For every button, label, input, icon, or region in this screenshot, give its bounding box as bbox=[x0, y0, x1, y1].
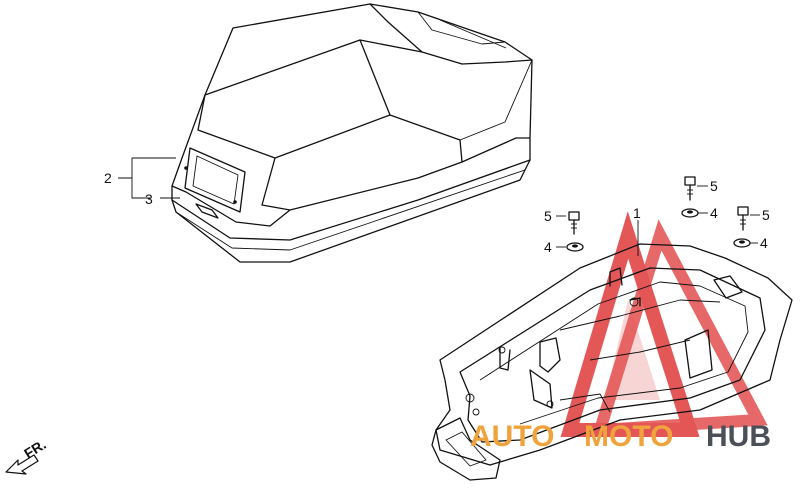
watermark-triangle-right bbox=[591, 219, 768, 437]
callout-5-right: 5 bbox=[762, 207, 770, 223]
callout-4-mid: 4 bbox=[710, 205, 718, 221]
callout-4-left: 4 bbox=[544, 239, 552, 255]
washer-left bbox=[566, 242, 584, 252]
leader-lines bbox=[118, 157, 760, 256]
watermark-text: AUTO MOTO HUB bbox=[470, 420, 771, 453]
watermark-triangle-fill bbox=[605, 300, 660, 400]
bolt-left bbox=[568, 211, 580, 235]
callout-3: 3 bbox=[145, 191, 153, 207]
direction-label: FR. bbox=[21, 436, 49, 462]
lower-cover bbox=[431, 243, 793, 481]
bolt-mid bbox=[684, 176, 696, 201]
callout-1: 1 bbox=[633, 205, 641, 221]
washer-right bbox=[733, 238, 751, 248]
watermark-text-hub: HUB bbox=[706, 420, 771, 453]
bolt-right bbox=[737, 206, 749, 231]
watermark-text-moto: MOTO bbox=[584, 420, 673, 453]
washer-mid bbox=[681, 208, 699, 218]
callout-2: 2 bbox=[104, 170, 112, 186]
callout-5-mid: 5 bbox=[710, 178, 718, 194]
watermark-text-auto: AUTO bbox=[470, 420, 554, 453]
watermark-logo bbox=[560, 211, 768, 437]
callout-4-right: 4 bbox=[760, 235, 768, 251]
front-direction-arrow: FR. bbox=[5, 436, 49, 475]
callout-5-left: 5 bbox=[544, 208, 552, 224]
engine-cover bbox=[171, 3, 533, 263]
arrow-icon bbox=[5, 454, 39, 475]
